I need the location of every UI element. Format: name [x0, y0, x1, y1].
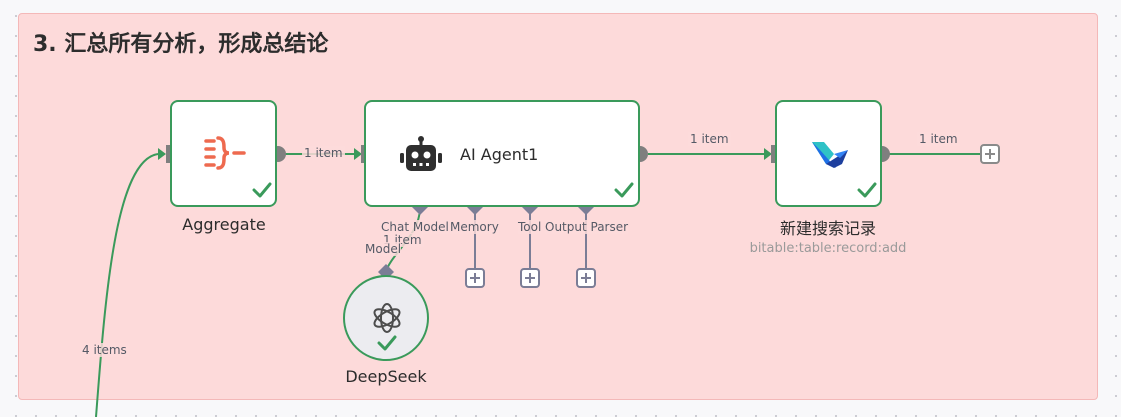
arrow-head-icon — [354, 148, 362, 160]
add-tool-button[interactable] — [520, 268, 540, 288]
ai-agent-node[interactable]: AI Agent1 — [364, 100, 640, 207]
add-memory-button[interactable] — [465, 268, 485, 288]
edge-label-aggregate-agent: 1 item — [302, 146, 345, 160]
edge-label-input-items: 4 items — [80, 343, 129, 357]
aggregate-node-title: Aggregate — [182, 215, 266, 234]
success-check-icon — [614, 182, 634, 198]
connection-input-to-aggregate[interactable] — [95, 153, 159, 417]
success-check-icon — [857, 182, 877, 198]
edge-label-agent-feishu: 1 item — [688, 132, 731, 146]
memory-port-label: Memory — [450, 220, 499, 234]
feishu-node-title: 新建搜索记录 — [779, 219, 876, 238]
deepseek-port-label: Model — [365, 242, 402, 256]
openai-icon — [370, 301, 404, 335]
deepseek-node-title: DeepSeek — [345, 367, 427, 386]
deepseek-model-node[interactable] — [343, 275, 429, 361]
add-next-node-button[interactable] — [980, 144, 1000, 164]
ai-agent-node-title: AI Agent1 — [460, 145, 539, 164]
success-check-icon — [377, 335, 397, 351]
arrow-head-icon — [764, 148, 772, 160]
feishu-bitable-node[interactable] — [775, 100, 882, 207]
edge-label-feishu-out: 1 item — [917, 132, 960, 146]
tool-port-label: Tool — [518, 220, 542, 234]
robot-icon — [400, 136, 442, 172]
aggregate-icon — [204, 134, 246, 172]
arrow-head-icon — [158, 148, 166, 160]
output-parser-port-label: Output Parser — [545, 220, 629, 234]
feishu-node-subtitle: bitable:table:record:add — [749, 241, 907, 256]
aggregate-node[interactable] — [170, 100, 277, 207]
feishu-bitable-icon — [810, 138, 850, 170]
sticky-title: 3. 汇总所有分析，形成总结论 — [33, 32, 329, 57]
chat-model-port-label: Chat Model — [381, 220, 449, 234]
add-output-parser-button[interactable] — [576, 268, 596, 288]
success-check-icon — [252, 182, 272, 198]
